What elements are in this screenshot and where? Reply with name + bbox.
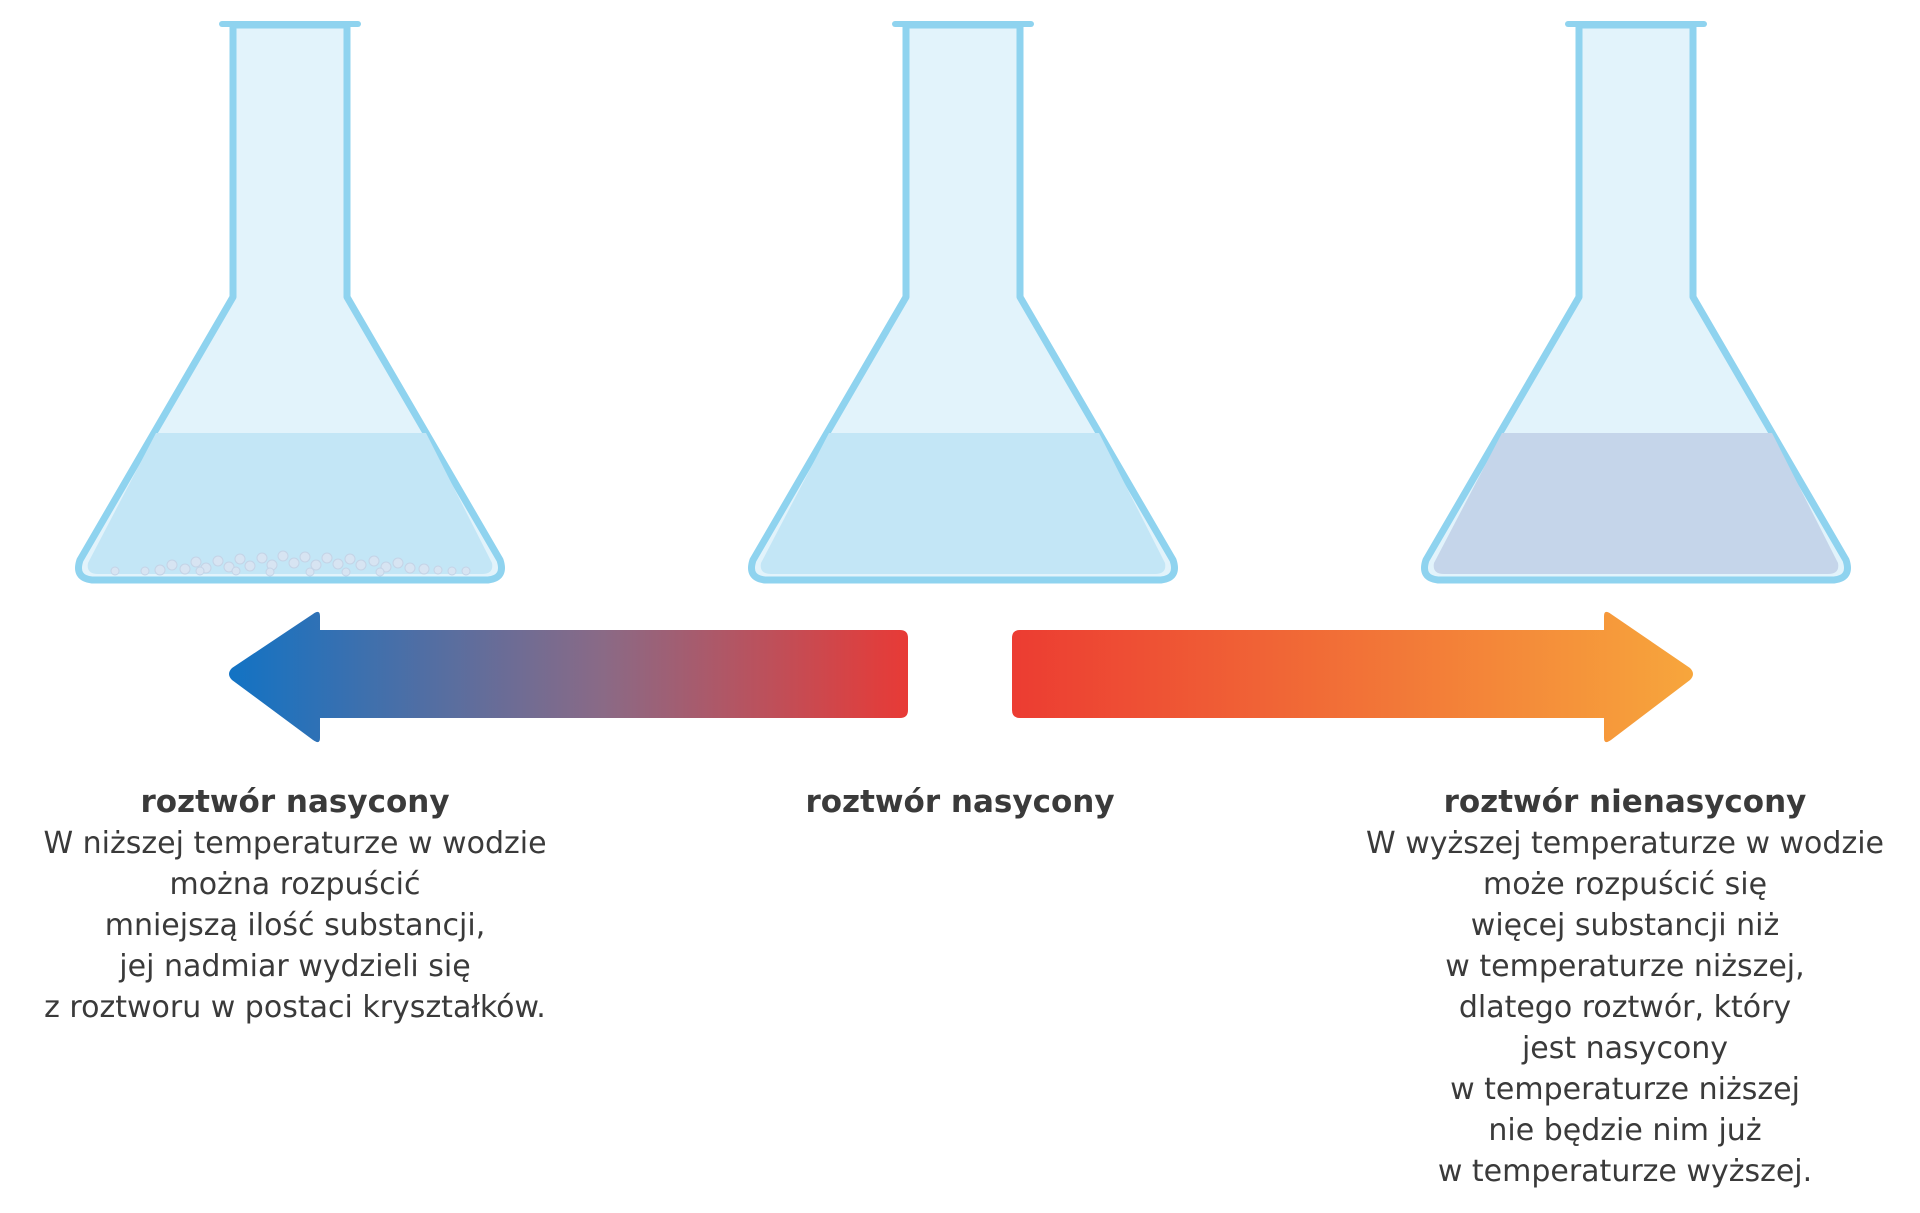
caption-hot-line: w temperaturze niższej, xyxy=(1445,949,1805,984)
arrow-heating xyxy=(1012,611,1693,743)
caption-hot-line: może rozpuścić się xyxy=(1482,867,1768,902)
caption-cold-line: jej nadmiar wydzieli się xyxy=(119,949,471,984)
flask-cold xyxy=(75,21,505,584)
caption-cold-line: z roztworu w postaci kryształków. xyxy=(44,990,546,1025)
flask-hot xyxy=(1421,21,1851,584)
caption-hot-line: więcej substancji niż xyxy=(1470,908,1780,943)
caption-cold-line: mniejszą ilość substancji, xyxy=(104,908,486,943)
flask-liquid xyxy=(760,433,1166,574)
caption-room-title: roztwór nasycony xyxy=(805,784,1115,820)
flask-room xyxy=(748,21,1178,584)
crystals xyxy=(110,550,471,577)
flask-liquid xyxy=(87,433,493,574)
caption-hot-line: nie będzie nim już xyxy=(1488,1113,1762,1148)
caption-hot-line: w temperaturze wyższej. xyxy=(1437,1154,1813,1189)
caption-hot-title: roztwór nienasycony xyxy=(1443,784,1807,820)
caption-room: roztwór nasycony xyxy=(760,782,1160,823)
caption-hot-line: W wyższej temperaturze w wodzie xyxy=(1366,826,1884,861)
caption-hot-line: dlatego roztwór, który xyxy=(1458,990,1792,1025)
caption-cold: roztwór nasycony W niższej temperaturze … xyxy=(0,782,590,1028)
arrow-cooling xyxy=(229,611,908,743)
flask-liquid xyxy=(1433,433,1839,574)
caption-hot-line: jest nasycony xyxy=(1521,1031,1729,1066)
caption-hot: roztwór nienasycony W wyższej temperatur… xyxy=(1330,782,1920,1192)
caption-cold-title: roztwór nasycony xyxy=(140,784,450,820)
caption-cold-line: można rozpuścić xyxy=(169,867,421,902)
caption-cold-line: W niższej temperaturze w wodzie xyxy=(43,826,547,861)
diagram-scene xyxy=(75,21,1851,743)
caption-hot-line: w temperaturze niższej xyxy=(1450,1072,1800,1107)
